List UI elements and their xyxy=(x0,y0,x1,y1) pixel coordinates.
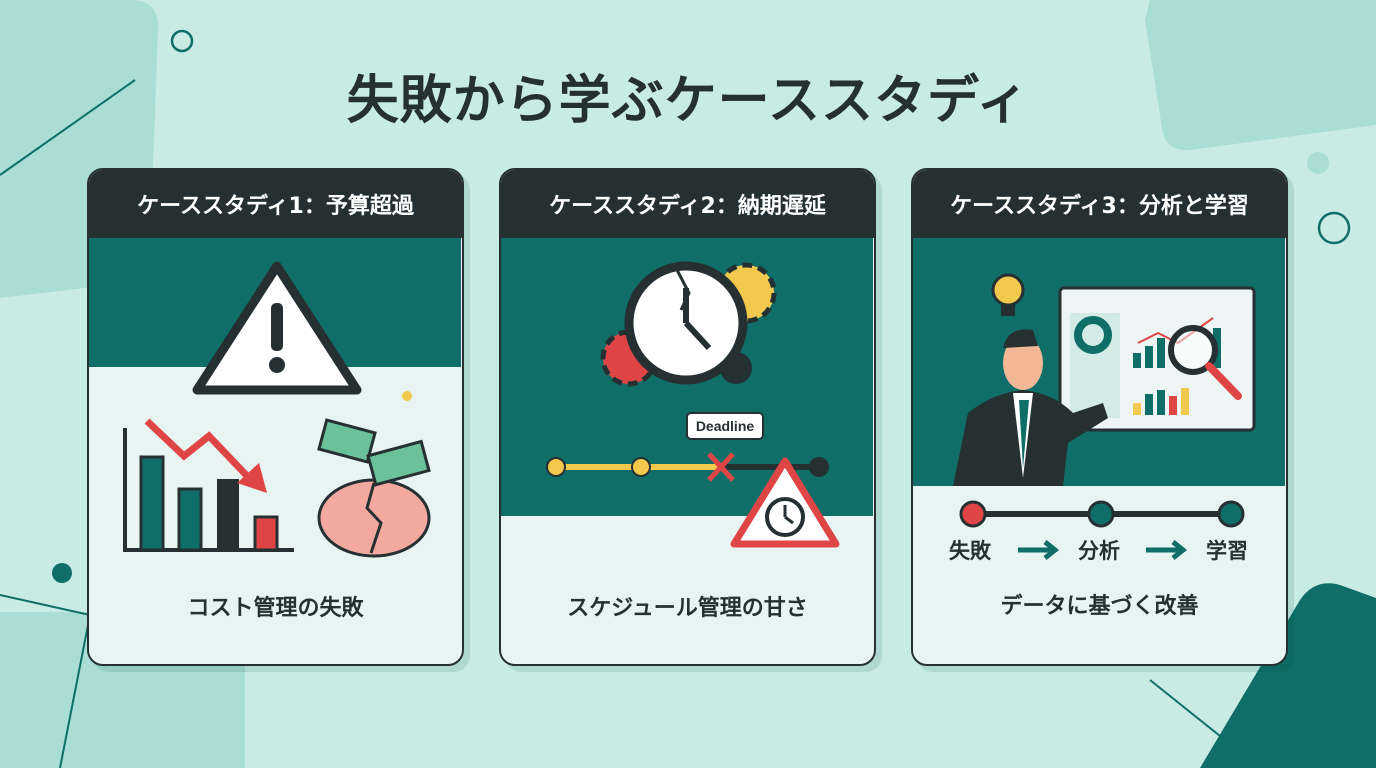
flow-step-learning: 学習 xyxy=(1206,539,1248,563)
flow-timeline xyxy=(959,500,1245,560)
arrow-icon xyxy=(1146,540,1188,560)
flow-step-failure: 失敗 xyxy=(949,539,991,563)
broken-piggy-bank-icon xyxy=(317,391,431,558)
card-caption: スケジュール管理の甘さ xyxy=(567,596,808,621)
magnifier-icon xyxy=(1168,325,1218,375)
flow-step-analysis: 分析 xyxy=(1078,539,1120,563)
businessman-figure xyxy=(953,329,1108,486)
clock-warning-icon xyxy=(730,457,840,548)
card-header: ケーススタディ2：納期遅延 xyxy=(501,170,874,238)
deadline-label: Deadline xyxy=(686,412,764,440)
card-caption: データに基づく改善 xyxy=(1000,594,1199,619)
dashboard-screen-icon xyxy=(1058,286,1256,432)
missed-x-icon xyxy=(707,452,735,482)
case-study-card-3: ケーススタディ3：分析と学習 xyxy=(911,168,1288,666)
declining-bar-chart-icon xyxy=(123,418,294,552)
arrow-icon xyxy=(1018,540,1060,560)
page-title: 失敗から学ぶケーススタディ xyxy=(346,71,1030,131)
case-study-card-1: ケーススタディ1：予算超過 コスト管理の失敗 xyxy=(87,168,464,666)
budget-overrun-illustration xyxy=(89,238,461,558)
card-header: ケーススタディ3：分析と学習 xyxy=(913,170,1286,238)
data-analysis-illustration xyxy=(913,238,1285,560)
warning-icon xyxy=(192,261,362,395)
lightbulb-icon xyxy=(991,273,1025,316)
card-caption: コスト管理の失敗 xyxy=(187,596,364,621)
case-study-card-2: ケーススタディ2：納期遅延 Deadline xyxy=(499,168,876,666)
broken-clock-icon xyxy=(624,261,748,385)
timeline xyxy=(546,452,829,482)
deadline-label-text: Deadline xyxy=(696,418,755,434)
card-header: ケーススタディ1：予算超過 xyxy=(89,170,462,238)
deadline-delay-illustration: Deadline xyxy=(501,238,873,548)
